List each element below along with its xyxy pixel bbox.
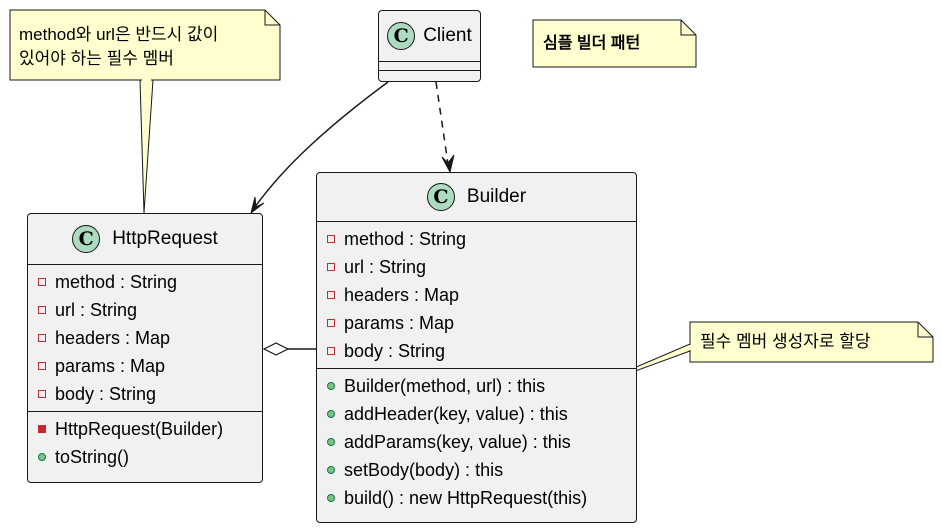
field-row: body : String (327, 337, 636, 365)
relation-client-builder (435, 81, 455, 174)
note-required-members (9, 9, 281, 214)
class-stereotype-icon: C (387, 22, 416, 50)
private-field-icon (327, 291, 335, 299)
field-label: params : Map (55, 355, 166, 376)
method-label: HttpRequest(Builder) (55, 418, 224, 439)
method-label: addParams(key, value) : this (344, 431, 571, 452)
class-httprequest-methods: HttpRequest(Builder) toString() (28, 412, 262, 474)
note-constructor-text: 필수 멤버 생성자로 할당 (700, 332, 871, 351)
private-field-icon (327, 347, 335, 355)
field-label: url : String (344, 256, 427, 277)
class-client-fields-divider (379, 61, 480, 70)
class-client-methods-divider (379, 70, 480, 71)
class-builder-methods-divider (317, 368, 636, 369)
class-httprequest[interactable]: C HttpRequest method : String url : Stri… (27, 213, 263, 483)
field-label: url : String (55, 299, 138, 320)
public-method-icon (327, 382, 335, 390)
class-httprequest-fields-divider (28, 264, 262, 265)
class-builder-name: Builder (466, 186, 527, 207)
private-field-icon (38, 278, 46, 286)
private-field-icon (327, 319, 335, 327)
class-httprequest-fields: method : String url : String headers : M… (28, 265, 262, 411)
relation-httprequest-builder (262, 342, 316, 356)
field-label: body : String (55, 383, 157, 404)
note-title (532, 19, 697, 68)
note-title-text: 심플 빌더 패턴 (543, 35, 641, 52)
private-field-icon (38, 306, 46, 314)
field-row: headers : Map (38, 324, 262, 352)
field-row: params : Map (38, 352, 262, 380)
private-method-icon (38, 425, 46, 433)
field-label: body : String (344, 340, 446, 361)
class-stereotype-icon: C (72, 225, 101, 253)
private-field-icon (38, 390, 46, 398)
public-method-icon (327, 494, 335, 502)
method-label: Builder(method, url) : this (344, 375, 546, 396)
class-builder-methods: Builder(method, url) : this addHeader(ke… (317, 369, 636, 515)
class-client-name: Client (423, 25, 472, 46)
field-label: headers : Map (55, 327, 171, 348)
field-label: method : String (55, 271, 178, 292)
method-label: setBody(body) : this (344, 459, 504, 480)
note-required-members-text: method와 url은 반드시 값이 있어야 하는 필수 멤버 (19, 23, 218, 71)
method-row: setBody(body) : this (327, 456, 636, 484)
field-row: url : String (327, 253, 636, 281)
method-label: toString() (55, 446, 130, 467)
public-method-icon (327, 466, 335, 474)
private-field-icon (38, 362, 46, 370)
field-label: headers : Map (344, 284, 460, 305)
method-label: addHeader(key, value) : this (344, 403, 568, 424)
field-label: params : Map (344, 312, 455, 333)
private-field-icon (327, 263, 335, 271)
class-httprequest-methods-divider (28, 411, 262, 412)
class-httprequest-name: HttpRequest (112, 228, 218, 249)
class-builder[interactable]: C Builder method : String url : String h… (316, 172, 637, 523)
field-row: method : String (327, 225, 636, 253)
public-method-icon (327, 410, 335, 418)
method-row: Builder(method, url) : this (327, 372, 636, 400)
method-row: addHeader(key, value) : this (327, 400, 636, 428)
class-builder-fields-divider (317, 221, 636, 222)
note-line: method와 url은 반드시 값이 (19, 25, 219, 44)
method-row: build() : new HttpRequest(this) (327, 484, 636, 512)
class-client[interactable]: C Client (378, 10, 481, 82)
method-row: toString() (38, 443, 262, 471)
method-row: HttpRequest(Builder) (38, 415, 262, 443)
class-builder-header: C Builder (317, 173, 636, 221)
method-label: build() : new HttpRequest(this) (344, 487, 588, 508)
class-builder-fields: method : String url : String headers : M… (317, 222, 636, 368)
note-line: 있어야 하는 필수 멤버 (19, 49, 174, 68)
field-row: headers : Map (327, 281, 636, 309)
field-row: method : String (38, 268, 262, 296)
field-row: body : String (38, 380, 262, 408)
public-method-icon (38, 453, 46, 461)
private-field-icon (327, 235, 335, 243)
relation-client-httprequest (250, 81, 389, 215)
field-label: method : String (344, 228, 467, 249)
private-field-icon (38, 334, 46, 342)
class-client-header: C Client (379, 11, 480, 61)
class-httprequest-header: C HttpRequest (28, 214, 262, 264)
field-row: url : String (38, 296, 262, 324)
public-method-icon (327, 438, 335, 446)
class-stereotype-icon: C (426, 183, 455, 211)
field-row: params : Map (327, 309, 636, 337)
method-row: addParams(key, value) : this (327, 428, 636, 456)
